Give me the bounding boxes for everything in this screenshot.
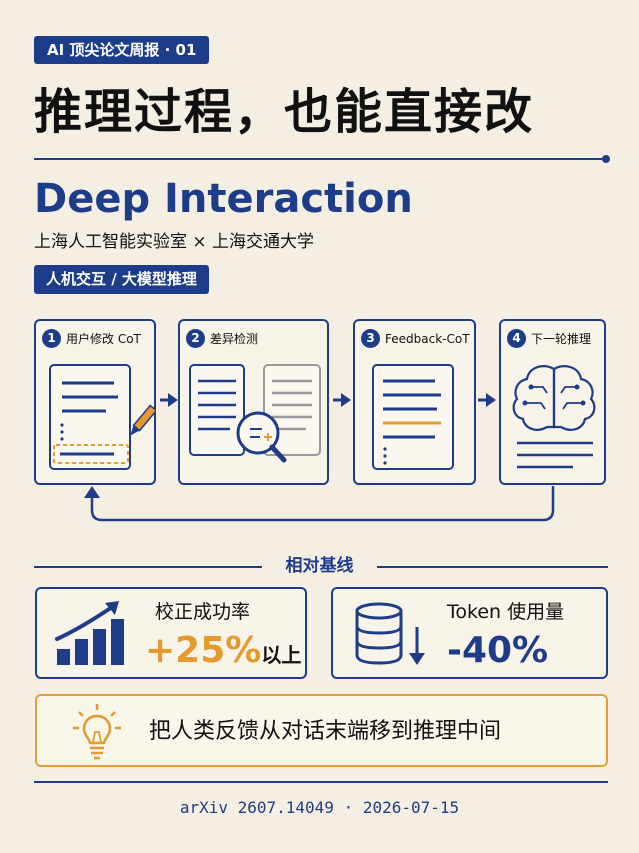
metric-label: 校正成功率 <box>155 601 251 623</box>
metric-label: Token 使用量 <box>447 601 565 623</box>
metric-value: -40% <box>447 630 549 671</box>
section-divider-right <box>377 566 608 568</box>
bar-growth-icon <box>55 601 124 665</box>
flow-arrow-icon <box>478 393 496 407</box>
step-label: 差异检测 <box>210 332 259 346</box>
diff-magnifier-icon <box>189 364 321 463</box>
affiliation: 上海人工智能实验室 × 上海交通大学 <box>34 232 315 252</box>
step-number: 1 <box>42 329 61 348</box>
database-down-icon <box>355 602 425 665</box>
footer-citation: arXiv 2607.14049 · 2026-07-15 <box>179 798 460 817</box>
title-divider <box>34 158 602 160</box>
flow-step-1: 1 用户修改 CoT <box>34 319 156 485</box>
brain-circuit-icon <box>512 365 596 469</box>
loop-back-arrow-icon <box>84 486 555 522</box>
step-label: 下一轮推理 <box>531 332 592 346</box>
topic-tag: 人机交互 / 大模型推理 <box>34 265 209 294</box>
step-label: 用户修改 CoT <box>66 332 141 346</box>
page-title: 推理过程，也能直接改 <box>34 84 535 140</box>
metric-card-correction: 校正成功率 +25%以上 <box>35 587 307 679</box>
step-number: 2 <box>186 329 205 348</box>
metric-card-token: Token 使用量 -40% <box>331 587 608 679</box>
step-number: 4 <box>507 329 526 348</box>
metric-value-suffix: 以上 <box>261 643 302 667</box>
lightbulb-icon <box>73 704 121 760</box>
flow-step-4: 4 下一轮推理 <box>499 319 606 485</box>
insight-card: 把人类反馈从对话末端移到推理中间 <box>35 694 608 767</box>
edit-document-icon <box>49 364 156 470</box>
step-number: 3 <box>361 329 380 348</box>
flow-arrow-icon <box>160 393 178 407</box>
flow-step-2: 2 差异检测 <box>178 319 329 485</box>
section-label: 相对基线 <box>285 556 354 576</box>
feedback-document-icon <box>372 364 454 470</box>
metric-value-number: +25% <box>145 630 262 671</box>
flow-arrow-icon <box>333 393 351 407</box>
metric-value: +25%以上 <box>145 629 301 677</box>
step-label: Feedback-CoT <box>385 331 470 346</box>
flow-step-3: 3 Feedback-CoT <box>353 319 476 485</box>
footer-divider <box>34 781 608 783</box>
insight-text: 把人类反馈从对话末端移到推理中间 <box>149 719 502 744</box>
series-tag: AI 顶尖论文周报 · 01 <box>34 36 210 64</box>
english-subtitle: Deep Interaction <box>34 176 413 222</box>
title-divider-dot <box>602 155 610 163</box>
section-divider-left <box>34 566 262 568</box>
